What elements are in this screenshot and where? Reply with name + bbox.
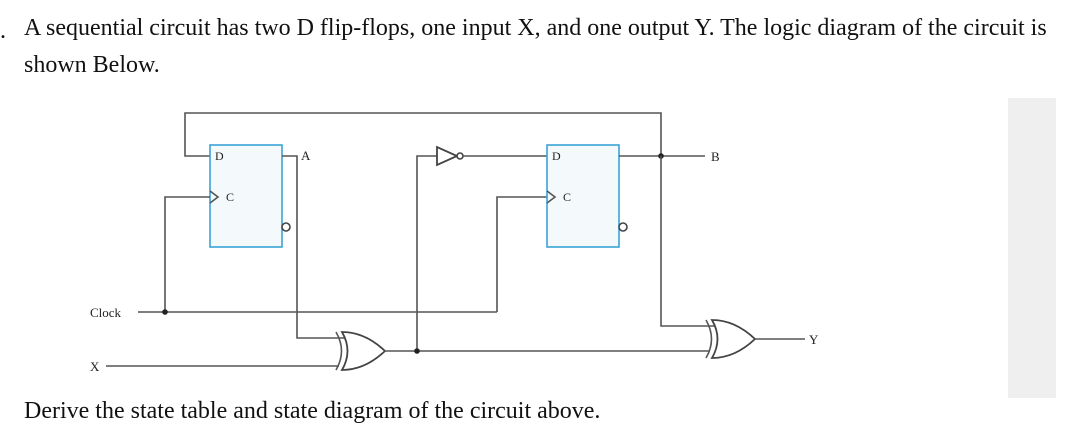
ff2-clock-triangle — [546, 190, 557, 204]
x-label: X — [90, 359, 100, 374]
xor1-gate — [340, 331, 387, 371]
ff1-qbar-bubble — [281, 222, 291, 232]
ff1-q-wire — [282, 155, 344, 339]
flipflop-2 — [546, 144, 620, 248]
ff2-clock-wire — [496, 196, 547, 312]
ff2-d-label: D — [552, 149, 561, 163]
b-to-xor2-wire — [660, 156, 714, 327]
ff1-clock-wire — [164, 196, 210, 312]
xor2-back-curve — [705, 319, 713, 359]
inverter-input-wire — [416, 155, 437, 351]
xor2-gate — [710, 319, 757, 359]
inverter-bubble — [456, 152, 464, 160]
feedback-wire — [184, 112, 662, 157]
ff1-c-label: C — [226, 190, 234, 204]
flipflop-1 — [209, 144, 283, 248]
bullet: . — [0, 18, 6, 44]
ff2-c-label: C — [563, 190, 571, 204]
output-y-label: Y — [809, 332, 819, 347]
instruction-text: Derive the state table and state diagram… — [24, 398, 601, 424]
clock-label: Clock — [90, 305, 122, 320]
output-a-label: A — [301, 148, 311, 163]
clock-junction — [162, 309, 168, 315]
side-panel — [1008, 98, 1056, 398]
inverter-gate — [436, 145, 460, 167]
xor1-back-curve — [335, 331, 343, 371]
output-b-label: B — [711, 149, 720, 164]
xor1-junction — [414, 348, 420, 354]
ff2-qbar-bubble — [618, 222, 628, 232]
ff1-d-label: D — [215, 149, 224, 163]
question-text: A sequential circuit has two D flip-flop… — [24, 15, 1047, 78]
ff1-clock-triangle — [209, 190, 220, 204]
